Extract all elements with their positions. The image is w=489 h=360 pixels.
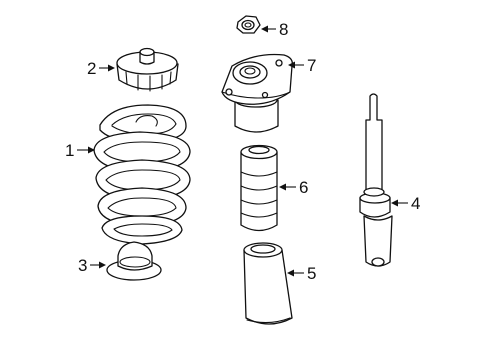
callout-5-label: 5 [307, 264, 316, 283]
lower-spring-insulator [106, 241, 162, 281]
callout-1-label: 1 [65, 141, 74, 160]
callout-2-label: 2 [87, 59, 96, 78]
callout-6-label: 6 [299, 178, 308, 197]
bump-stop [240, 144, 278, 232]
dust-boot [243, 242, 293, 325]
upper-spring-seat [116, 47, 179, 92]
callout-3-label: 3 [78, 256, 87, 275]
coil-spring [93, 104, 191, 245]
callout-leaders [77, 25, 408, 277]
callout-7-label: 7 [307, 56, 316, 75]
shock-absorber [359, 93, 393, 267]
callout-4-label: 4 [411, 194, 420, 213]
upper-mount [221, 53, 293, 133]
callout-8-label: 8 [279, 20, 288, 39]
mount-nut [236, 15, 261, 34]
